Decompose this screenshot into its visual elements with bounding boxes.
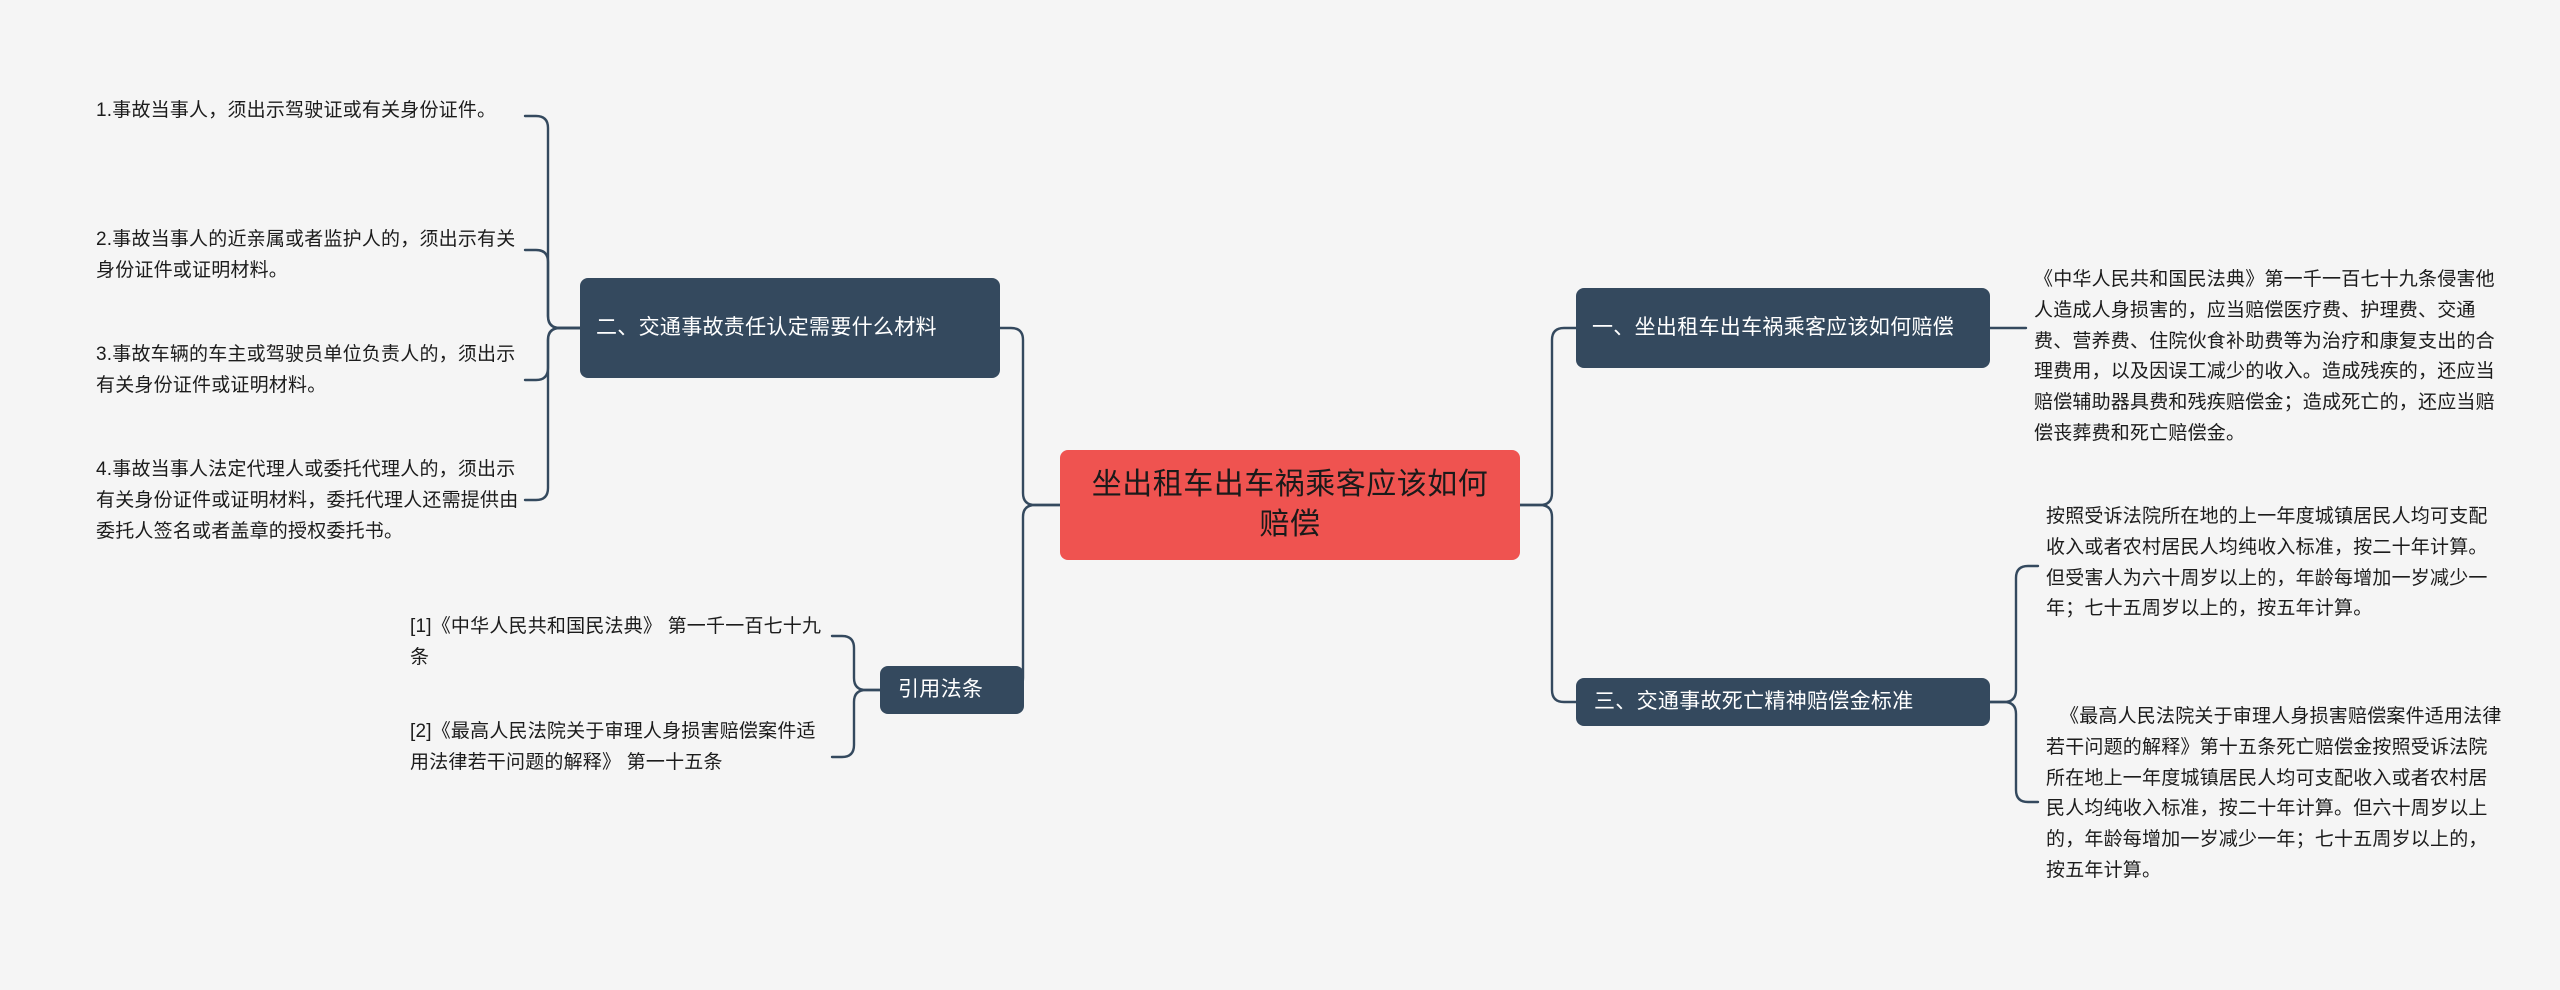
leaf-text-material-1: 1.事故当事人，须出示驾驶证或有关身份证件。 [96, 100, 497, 121]
branch-node-label: 二、交通事故责任认定需要什么材料 [596, 316, 937, 340]
leaf-text-civil-code-1179: 《中华人民共和国民法典》第一千一百七十九条侵害他人造成人身损害的，应当赔偿医疗费… [2034, 269, 2495, 444]
branch-node-death-mental-compensation[interactable]: 三、交通事故死亡精神赔偿金标准 [1576, 678, 1990, 726]
branch-node-cited-laws[interactable]: 引用法条 [880, 666, 1024, 714]
branch-node-accident-materials[interactable]: 二、交通事故责任认定需要什么材料 [580, 278, 1000, 378]
root-node-label: 坐出租车出车祸乘客应该如何赔偿 [1091, 468, 1489, 541]
branch-node-label: 三、交通事故死亡精神赔偿金标准 [1594, 690, 1914, 714]
branch-node-label: 引用法条 [898, 678, 984, 702]
leaf-text-citation-1: [1]《中华人民共和国民法典》 第一千一百七十九条 [410, 616, 822, 668]
leaf-text-citation-2: [2]《最高人民法院关于审理人身损害赔偿案件适用法律若干问题的解释》 第一十五条 [410, 721, 816, 773]
leaf-text-death-standard-2: 《最高人民法院关于审理人身损害赔偿案件适用法律若干问题的解释》第十五条死亡赔偿金… [2046, 706, 2502, 881]
leaf-text-material-2: 2.事故当事人的近亲属或者监护人的，须出示有关身份证件或证明材料。 [96, 229, 516, 281]
root-node[interactable]: 坐出租车出车祸乘客应该如何赔偿 [1060, 450, 1520, 560]
branch-node-label: 一、坐出租车出车祸乘客应该如何赔偿 [1592, 316, 1955, 340]
leaf-text-material-3: 3.事故车辆的车主或驾驶员单位负责人的，须出示有关身份证件或证明材料。 [96, 344, 516, 396]
leaf-text-death-standard-1: 按照受诉法院所在地的上一年度城镇居民人均可支配收入或者农村居民人均纯收入标准，按… [2046, 506, 2488, 620]
branch-node-passenger-compensation[interactable]: 一、坐出租车出车祸乘客应该如何赔偿 [1576, 288, 1990, 368]
leaf-text-material-4: 4.事故当事人法定代理人或委托代理人的，须出示有关身份证件或证明材料，委托代理人… [96, 459, 519, 542]
